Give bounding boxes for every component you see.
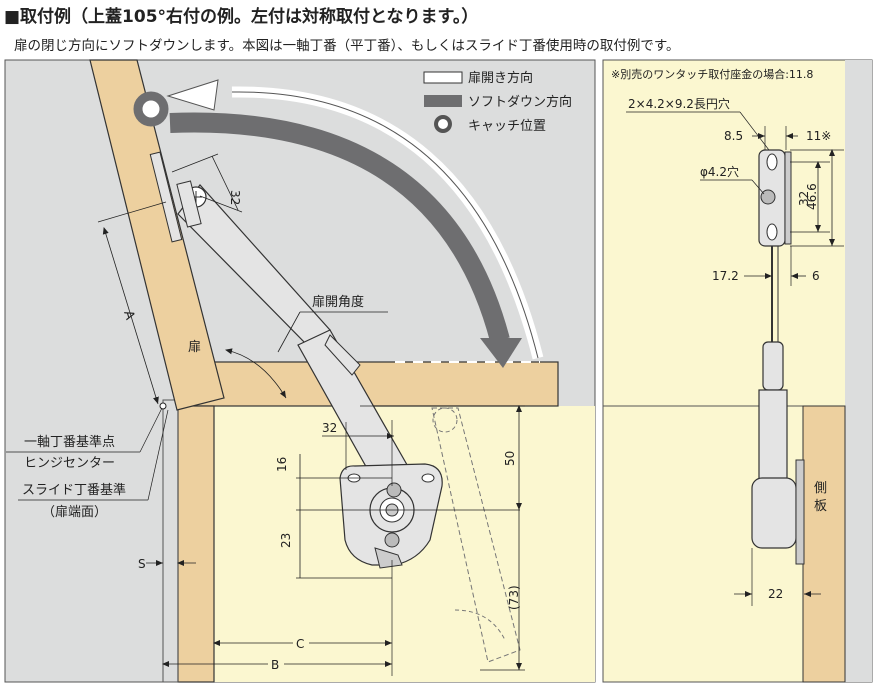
hinge-ref-label-2: ヒンジセンター: [24, 456, 115, 471]
washer-note: ※別売のワンタッチ取付座金の場合:11.8: [611, 67, 813, 81]
dim-S: S: [138, 557, 146, 571]
cabinet-side-wall: [177, 405, 215, 683]
dim-6: 6: [812, 269, 820, 283]
dim-B: B: [271, 658, 279, 672]
catch-position-icon: [133, 91, 169, 127]
legend-soft-label: ソフトダウン方向: [468, 94, 572, 110]
dim-23: 23: [279, 533, 293, 548]
legend-catch-icon: [434, 115, 452, 133]
hinge-ref-point: [159, 402, 167, 410]
legend-soft-swatch: [424, 95, 462, 107]
page-title: ■取付例（上蓋105°右付の例。左付は対称取付となります。）: [4, 7, 479, 27]
dim-8-5: 8.5: [724, 129, 743, 143]
side-panel-label-1: 側: [814, 481, 827, 496]
slide-ref-label-1: スライド丁番基準: [22, 482, 126, 498]
plate-screw-top: [386, 482, 402, 498]
hinge-ref-label-1: 一軸丁番基準点: [24, 434, 115, 450]
dim-22: 22: [768, 587, 783, 601]
legend-catch-label: キャッチ位置: [468, 119, 546, 134]
side-damper-upper: [762, 341, 784, 391]
dim-11: 11※: [806, 129, 831, 143]
dim-32-top: 32: [228, 190, 242, 205]
side-damper-body: [758, 389, 788, 481]
dim-46-6: 46.6: [805, 183, 819, 210]
door-plate: [149, 151, 183, 243]
page-subtitle: 扉の閉じ方向にソフトダウンします。本図は一軸丁番（平丁番）、もしくはスライド丁番…: [14, 38, 680, 54]
door-angle-label: 扉開角度: [312, 294, 364, 310]
dim-73: (73): [507, 585, 521, 610]
soft-down-arrow: [169, 112, 510, 343]
door-label: 扉: [188, 339, 201, 355]
side-damper-mount: [751, 477, 797, 549]
slot-label: 2×4.2×9.2長円穴: [628, 96, 730, 111]
dim-A: A: [120, 309, 137, 322]
legend-open-swatch: [423, 71, 463, 84]
legend-open-label: 扉開き方向: [468, 70, 533, 86]
hole-label: φ4.2穴: [700, 164, 739, 179]
dim-50: 50: [503, 451, 517, 466]
dim-C: C: [296, 637, 304, 651]
dim-32-horizontal: 32: [322, 421, 337, 435]
stay-arm-ghost: [431, 407, 521, 663]
dim-16: 16: [275, 457, 289, 472]
side-panel-label-2: 板: [814, 499, 827, 514]
plate-screw-bottom: [384, 532, 400, 548]
slide-ref-label-2: （扉端面）: [42, 504, 107, 520]
dim-17-2: 17.2: [712, 269, 739, 283]
dim-32-side: 32: [797, 191, 811, 206]
side-board: [802, 405, 846, 683]
